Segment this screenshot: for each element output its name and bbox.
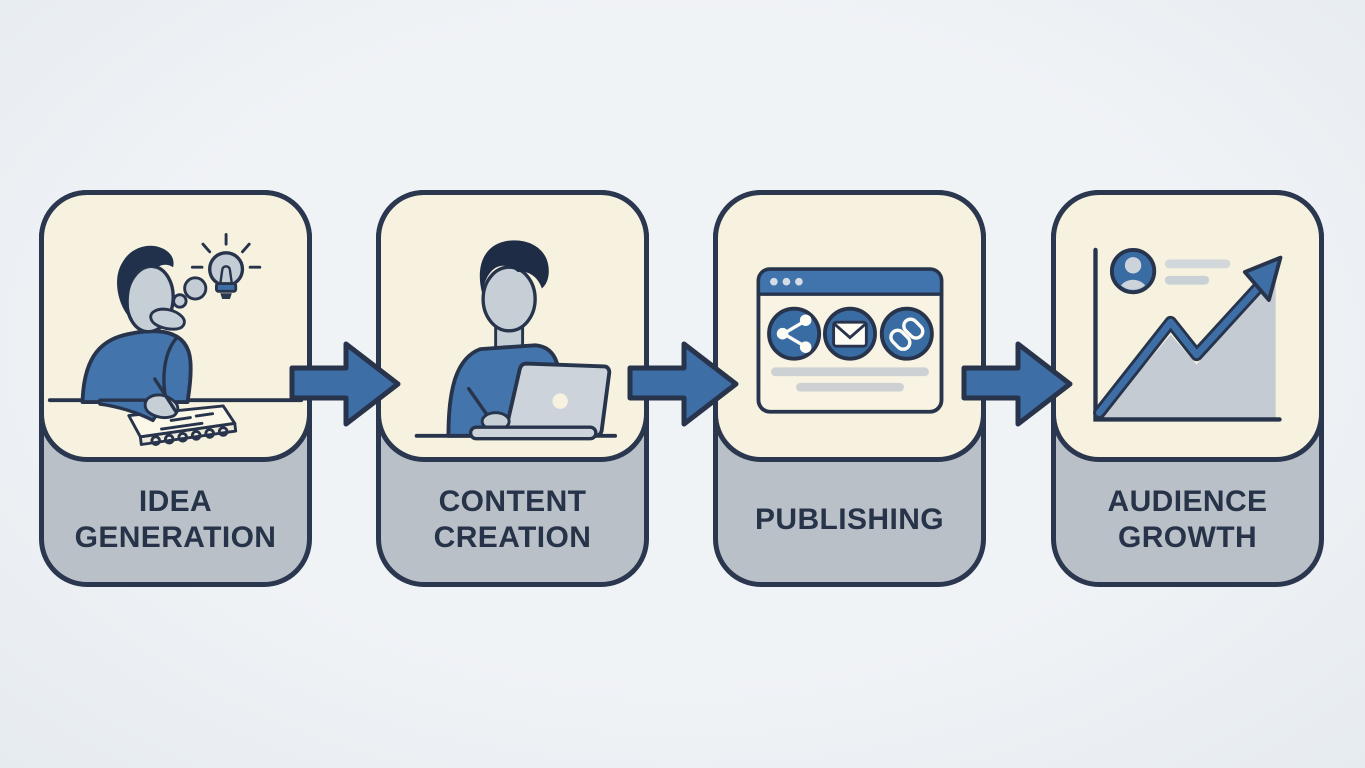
person-hair (479, 240, 549, 294)
arm-contour (466, 386, 491, 420)
step-label: PUBLISHING (754, 502, 944, 536)
person-hair (117, 245, 174, 316)
step-card-idea-generation: IDEA GENERATION (39, 190, 312, 587)
person-thinking-illustration (47, 233, 304, 446)
idea-generation-illustration (39, 190, 312, 462)
browser-title-bar (756, 267, 944, 296)
person-head (481, 265, 537, 333)
step-label: CONTENT CREATION (433, 484, 592, 554)
lightbulb-icon (190, 233, 262, 300)
audience-growth-illustration (1051, 190, 1324, 462)
flow-arrow-icon (289, 341, 401, 427)
pen-icon (153, 377, 178, 414)
thought-bubbles-icon (172, 276, 208, 309)
browser-dots-icon (770, 277, 803, 286)
step-card-audience-growth: AUDIENCE GROWTH (1051, 190, 1324, 587)
flow-arrow-icon (627, 341, 739, 427)
flow-arrow-icon (961, 341, 1073, 427)
avatar-icon (1109, 247, 1157, 295)
text-placeholder-bars (1164, 259, 1231, 285)
growth-chart-illustration (1093, 247, 1283, 422)
chart-area-fill (1100, 273, 1276, 418)
person-laptop-illustration (414, 240, 618, 441)
growth-arrow-icon (1093, 255, 1283, 419)
publishing-illustration (713, 190, 986, 462)
chart-axes (1093, 247, 1282, 422)
share-icon (767, 306, 822, 361)
step-card-publishing: PUBLISHING (713, 190, 986, 587)
content-creation-illustration (376, 190, 649, 462)
link-icon (879, 306, 934, 361)
text-placeholder-bars (770, 367, 929, 392)
hand-on-chin (149, 307, 186, 331)
browser-window-illustration (756, 267, 944, 414)
step-label: IDEA GENERATION (74, 484, 277, 554)
laptop-icon (504, 361, 612, 438)
step-card-content-creation: CONTENT CREATION (376, 190, 649, 587)
mail-icon (823, 306, 877, 361)
step-label: AUDIENCE GROWTH (1107, 484, 1268, 554)
laptop-base (468, 425, 598, 441)
notepad-icon (127, 404, 238, 446)
